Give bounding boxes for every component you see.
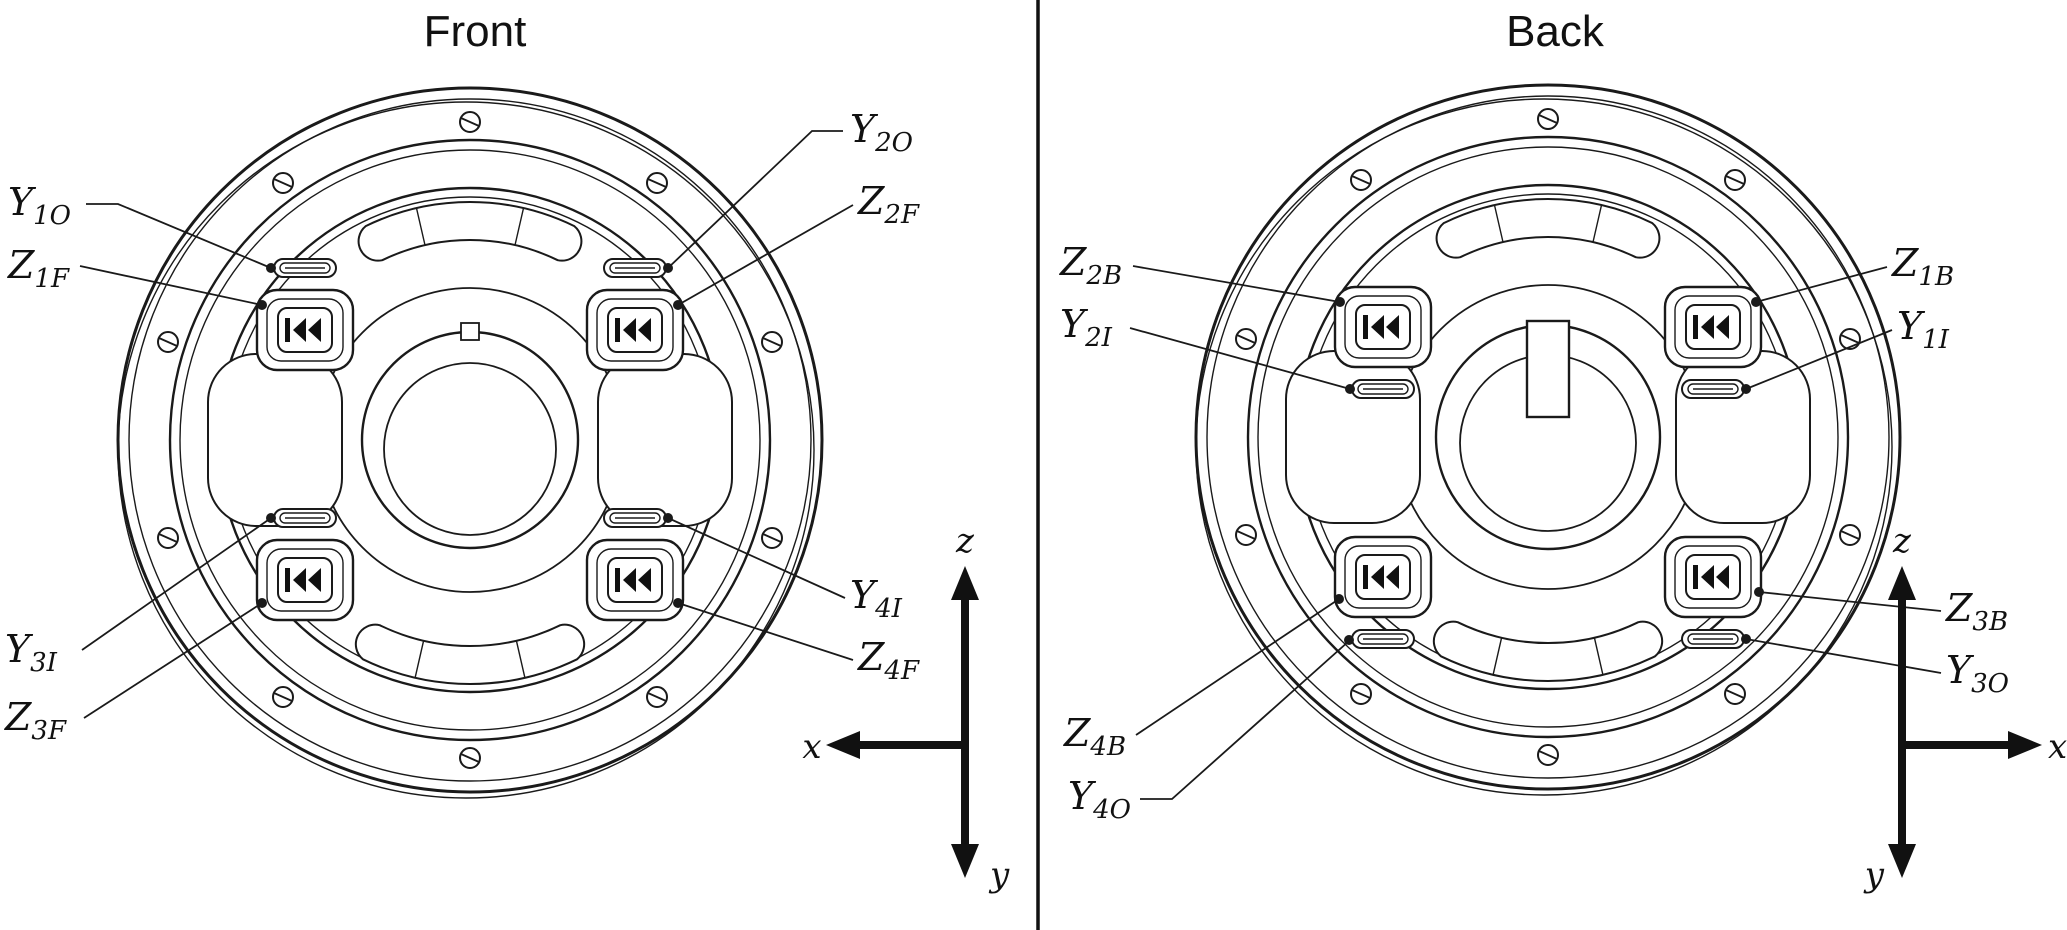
label-y4i: Y4I — [850, 573, 903, 624]
gauge-y3 — [273, 508, 337, 528]
bore-notch — [460, 322, 480, 341]
label-z4b: Z4B — [1063, 711, 1126, 762]
label-z1b: Z1B — [1891, 241, 1954, 292]
back-x-arrowhead-icon — [2008, 731, 2042, 759]
front-leaders — [79, 130, 854, 719]
front-x-label: x — [802, 727, 821, 767]
front-z-label: z — [955, 521, 975, 561]
front-title: Front — [424, 7, 527, 56]
gauge-y1i — [1681, 379, 1745, 399]
back-x-label: x — [2048, 727, 2067, 767]
back-title: Back — [1506, 7, 1605, 56]
front-axes: z x y — [802, 521, 1010, 895]
label-y1i: Y1I — [1897, 304, 1950, 355]
gauge-y1 — [273, 258, 337, 278]
label-z3f: Z3F — [4, 695, 67, 746]
label-z2f: Z2F — [857, 179, 920, 230]
label-y2o: Y2O — [850, 107, 913, 158]
back-leaders — [1129, 265, 1942, 800]
back-view — [1196, 85, 1900, 795]
label-y2i: Y2I — [1060, 302, 1113, 353]
front-z-arrowhead-icon — [951, 566, 979, 600]
back-bore — [1434, 319, 1662, 551]
front-y-label: y — [988, 855, 1010, 895]
label-y1o: Y1O — [8, 180, 71, 231]
label-z4f: Z4F — [857, 635, 920, 686]
back-z-label: z — [1892, 521, 1912, 561]
back-z-arrowhead-icon — [1888, 566, 1916, 600]
label-y4o: Y4O — [1068, 774, 1131, 825]
front-y-arrowhead-icon — [951, 844, 979, 878]
back-axes: x z y — [1863, 521, 2067, 895]
back-y-arrowhead-icon — [1888, 844, 1916, 878]
gauge-y4o — [1351, 629, 1415, 649]
gauge-y3o — [1681, 629, 1745, 649]
front-x-arrowhead-icon — [826, 731, 860, 759]
back-y-label: y — [1863, 855, 1885, 895]
label-z3b: Z3B — [1945, 586, 2008, 637]
label-y3o: Y3O — [1946, 648, 2009, 699]
label-z1f: Z1F — [7, 243, 70, 294]
gauge-y4 — [603, 508, 667, 528]
front-bore — [360, 322, 580, 550]
gauge-y2 — [603, 258, 667, 278]
front-view — [118, 88, 822, 798]
label-z2b: Z2B — [1059, 240, 1122, 291]
gauge-y2i — [1351, 379, 1415, 399]
label-y3i: Y3I — [5, 627, 58, 678]
bore-keyway — [1525, 319, 1571, 419]
